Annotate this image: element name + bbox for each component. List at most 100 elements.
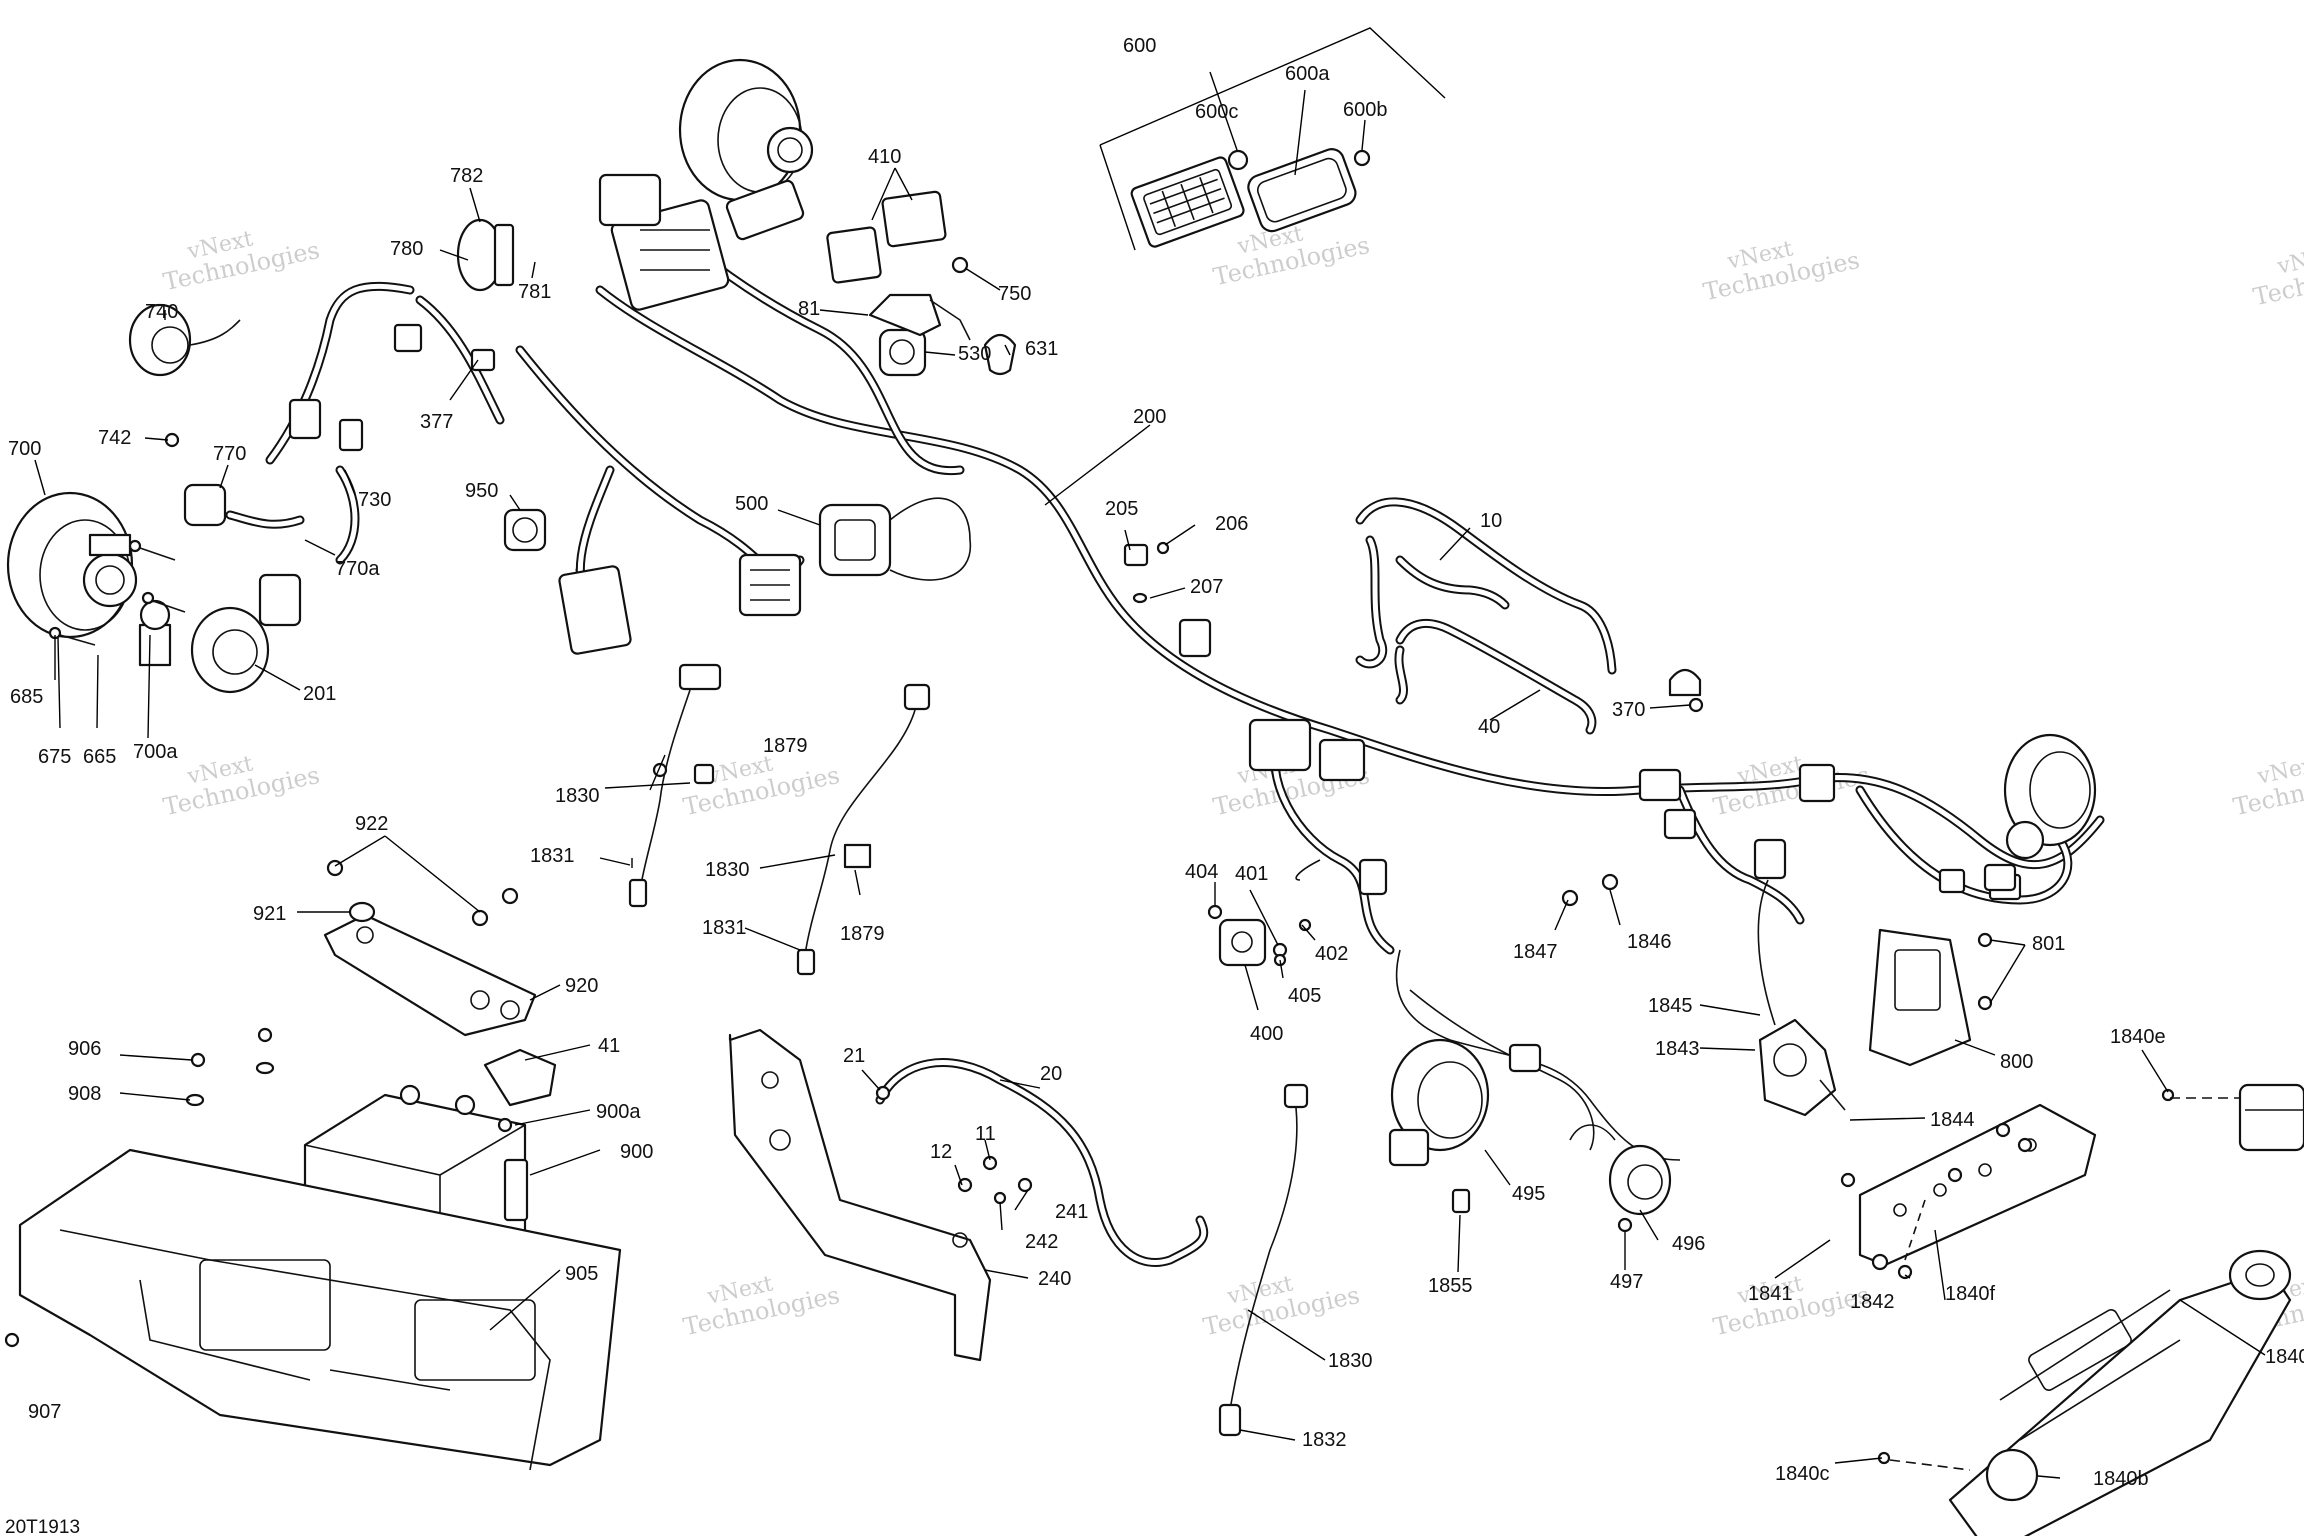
relays-410 [826, 190, 969, 284]
callout-921: 921 [253, 903, 286, 925]
callout-1840b: 1840b [2093, 1468, 2149, 1490]
clamp-370 [1668, 668, 1704, 713]
callout-700a: 700a [133, 741, 178, 763]
main-harness-200 [415, 195, 2105, 1161]
fuse-box-center [598, 173, 805, 311]
bracket-1840f [1858, 1103, 2097, 1267]
callout-496: 496 [1672, 1233, 1705, 1255]
callout-600a: 600a [1285, 63, 1330, 85]
callout-402: 402 [1315, 943, 1348, 965]
module-800 [1868, 928, 1993, 1067]
headlight-bulb-700a [138, 599, 172, 667]
harness-left [265, 281, 496, 565]
callout-675: 675 [38, 746, 71, 768]
watermark: vNext Technologies [161, 226, 322, 296]
connector-1845 [1753, 838, 1787, 1026]
callout-20: 20 [1040, 1063, 1062, 1085]
watermark: vNext Technologies [2231, 751, 2304, 821]
bracket-920 [323, 913, 537, 1037]
callout-1845: 1845 [1648, 995, 1693, 1017]
callout-530: 530 [958, 343, 991, 365]
callout-497: 497 [1610, 1271, 1643, 1293]
callout-950: 950 [465, 480, 498, 502]
callout-400: 400 [1250, 1023, 1283, 1045]
callout-500: 500 [735, 493, 768, 515]
callout-12: 12 [930, 1141, 952, 1163]
callout-labels: 600 600a 600c 600b 410 750 782 781 780 8… [8, 35, 2304, 1490]
light-1840e [2238, 1083, 2304, 1152]
callout-1830-middle: 1830 [705, 859, 750, 881]
bulb-770 [183, 483, 305, 529]
fasteners-1846 [1561, 873, 1619, 907]
connector-950 [503, 508, 547, 552]
callout-782: 782 [450, 165, 483, 187]
clip-1879 [693, 763, 715, 785]
callout-781: 781 [518, 281, 551, 303]
callout-405: 405 [1288, 985, 1321, 1007]
callout-201: 201 [303, 683, 336, 705]
speed-sensor-1830-lower [1218, 1083, 1309, 1437]
battery-cable-10 [1355, 497, 1617, 675]
battery-tray-905 [4, 1148, 622, 1471]
callout-1840f: 1840f [1945, 1283, 1995, 1305]
bolts-922 [326, 859, 519, 927]
clip-205 [1123, 541, 1170, 604]
callout-730: 730 [358, 489, 391, 511]
callout-1843: 1843 [1655, 1038, 1700, 1060]
callout-700: 700 [8, 438, 41, 460]
callout-1855: 1855 [1428, 1275, 1473, 1297]
callout-10: 10 [1480, 510, 1502, 532]
fasteners-1840 [1840, 1088, 2240, 1471]
cap-631 [983, 333, 1017, 376]
callout-740: 740 [145, 301, 178, 323]
callout-922: 922 [355, 813, 388, 835]
bolt-906 [190, 1027, 513, 1133]
callout-600b: 600b [1343, 99, 1388, 121]
callout-81: 81 [798, 298, 820, 320]
connector-1855 [1451, 1188, 1471, 1214]
battery-cable-40 [1394, 618, 1597, 735]
callout-1831-upper: 1831 [530, 845, 575, 867]
callout-41: 41 [598, 1035, 620, 1057]
callout-404: 404 [1185, 861, 1218, 883]
callout-1846: 1846 [1627, 931, 1672, 953]
callout-242: 242 [1025, 1231, 1058, 1253]
callout-1840: 1840 [2265, 1346, 2304, 1368]
callout-800: 800 [2000, 1051, 2033, 1073]
callout-920: 920 [565, 975, 598, 997]
callout-241: 241 [1055, 1201, 1088, 1223]
watermark: vNext Technologies [1701, 236, 1862, 306]
callout-240: 240 [1038, 1268, 1071, 1290]
callout-907: 907 [28, 1401, 61, 1423]
watermark: vNext Technologies [161, 751, 322, 821]
callout-205: 205 [1105, 498, 1138, 520]
headlight-right-side [1983, 733, 2097, 892]
leader-lines [34, 71, 2266, 1479]
callout-40: 40 [1478, 716, 1500, 738]
light-740 [128, 303, 241, 377]
callout-665: 665 [83, 746, 116, 768]
callout-207: 207 [1190, 576, 1223, 598]
callout-1831-middle: 1831 [702, 917, 747, 939]
callout-200: 200 [1133, 406, 1166, 428]
callout-1842: 1842 [1850, 1291, 1895, 1313]
callout-900a: 900a [596, 1101, 641, 1123]
fasteners-left [48, 432, 186, 646]
callout-206: 206 [1215, 513, 1248, 535]
callout-770a: 770a [335, 558, 380, 580]
callout-631: 631 [1025, 338, 1058, 360]
callout-1844: 1844 [1930, 1109, 1975, 1131]
callout-750: 750 [998, 283, 1031, 305]
ignition-switch-530 [878, 328, 927, 377]
callout-21: 21 [843, 1045, 865, 1067]
speed-sensor-1830-center [796, 683, 931, 976]
horn-1843 [1758, 1018, 1846, 1117]
ecm-600 [1099, 27, 1446, 251]
callout-1847: 1847 [1513, 941, 1558, 963]
headlight-top-center [678, 58, 814, 202]
callout-685: 685 [10, 686, 43, 708]
callout-900: 900 [620, 1141, 653, 1163]
callout-370: 370 [1612, 699, 1645, 721]
callout-11: 11 [975, 1123, 996, 1145]
solenoid-400 [1207, 904, 1312, 967]
